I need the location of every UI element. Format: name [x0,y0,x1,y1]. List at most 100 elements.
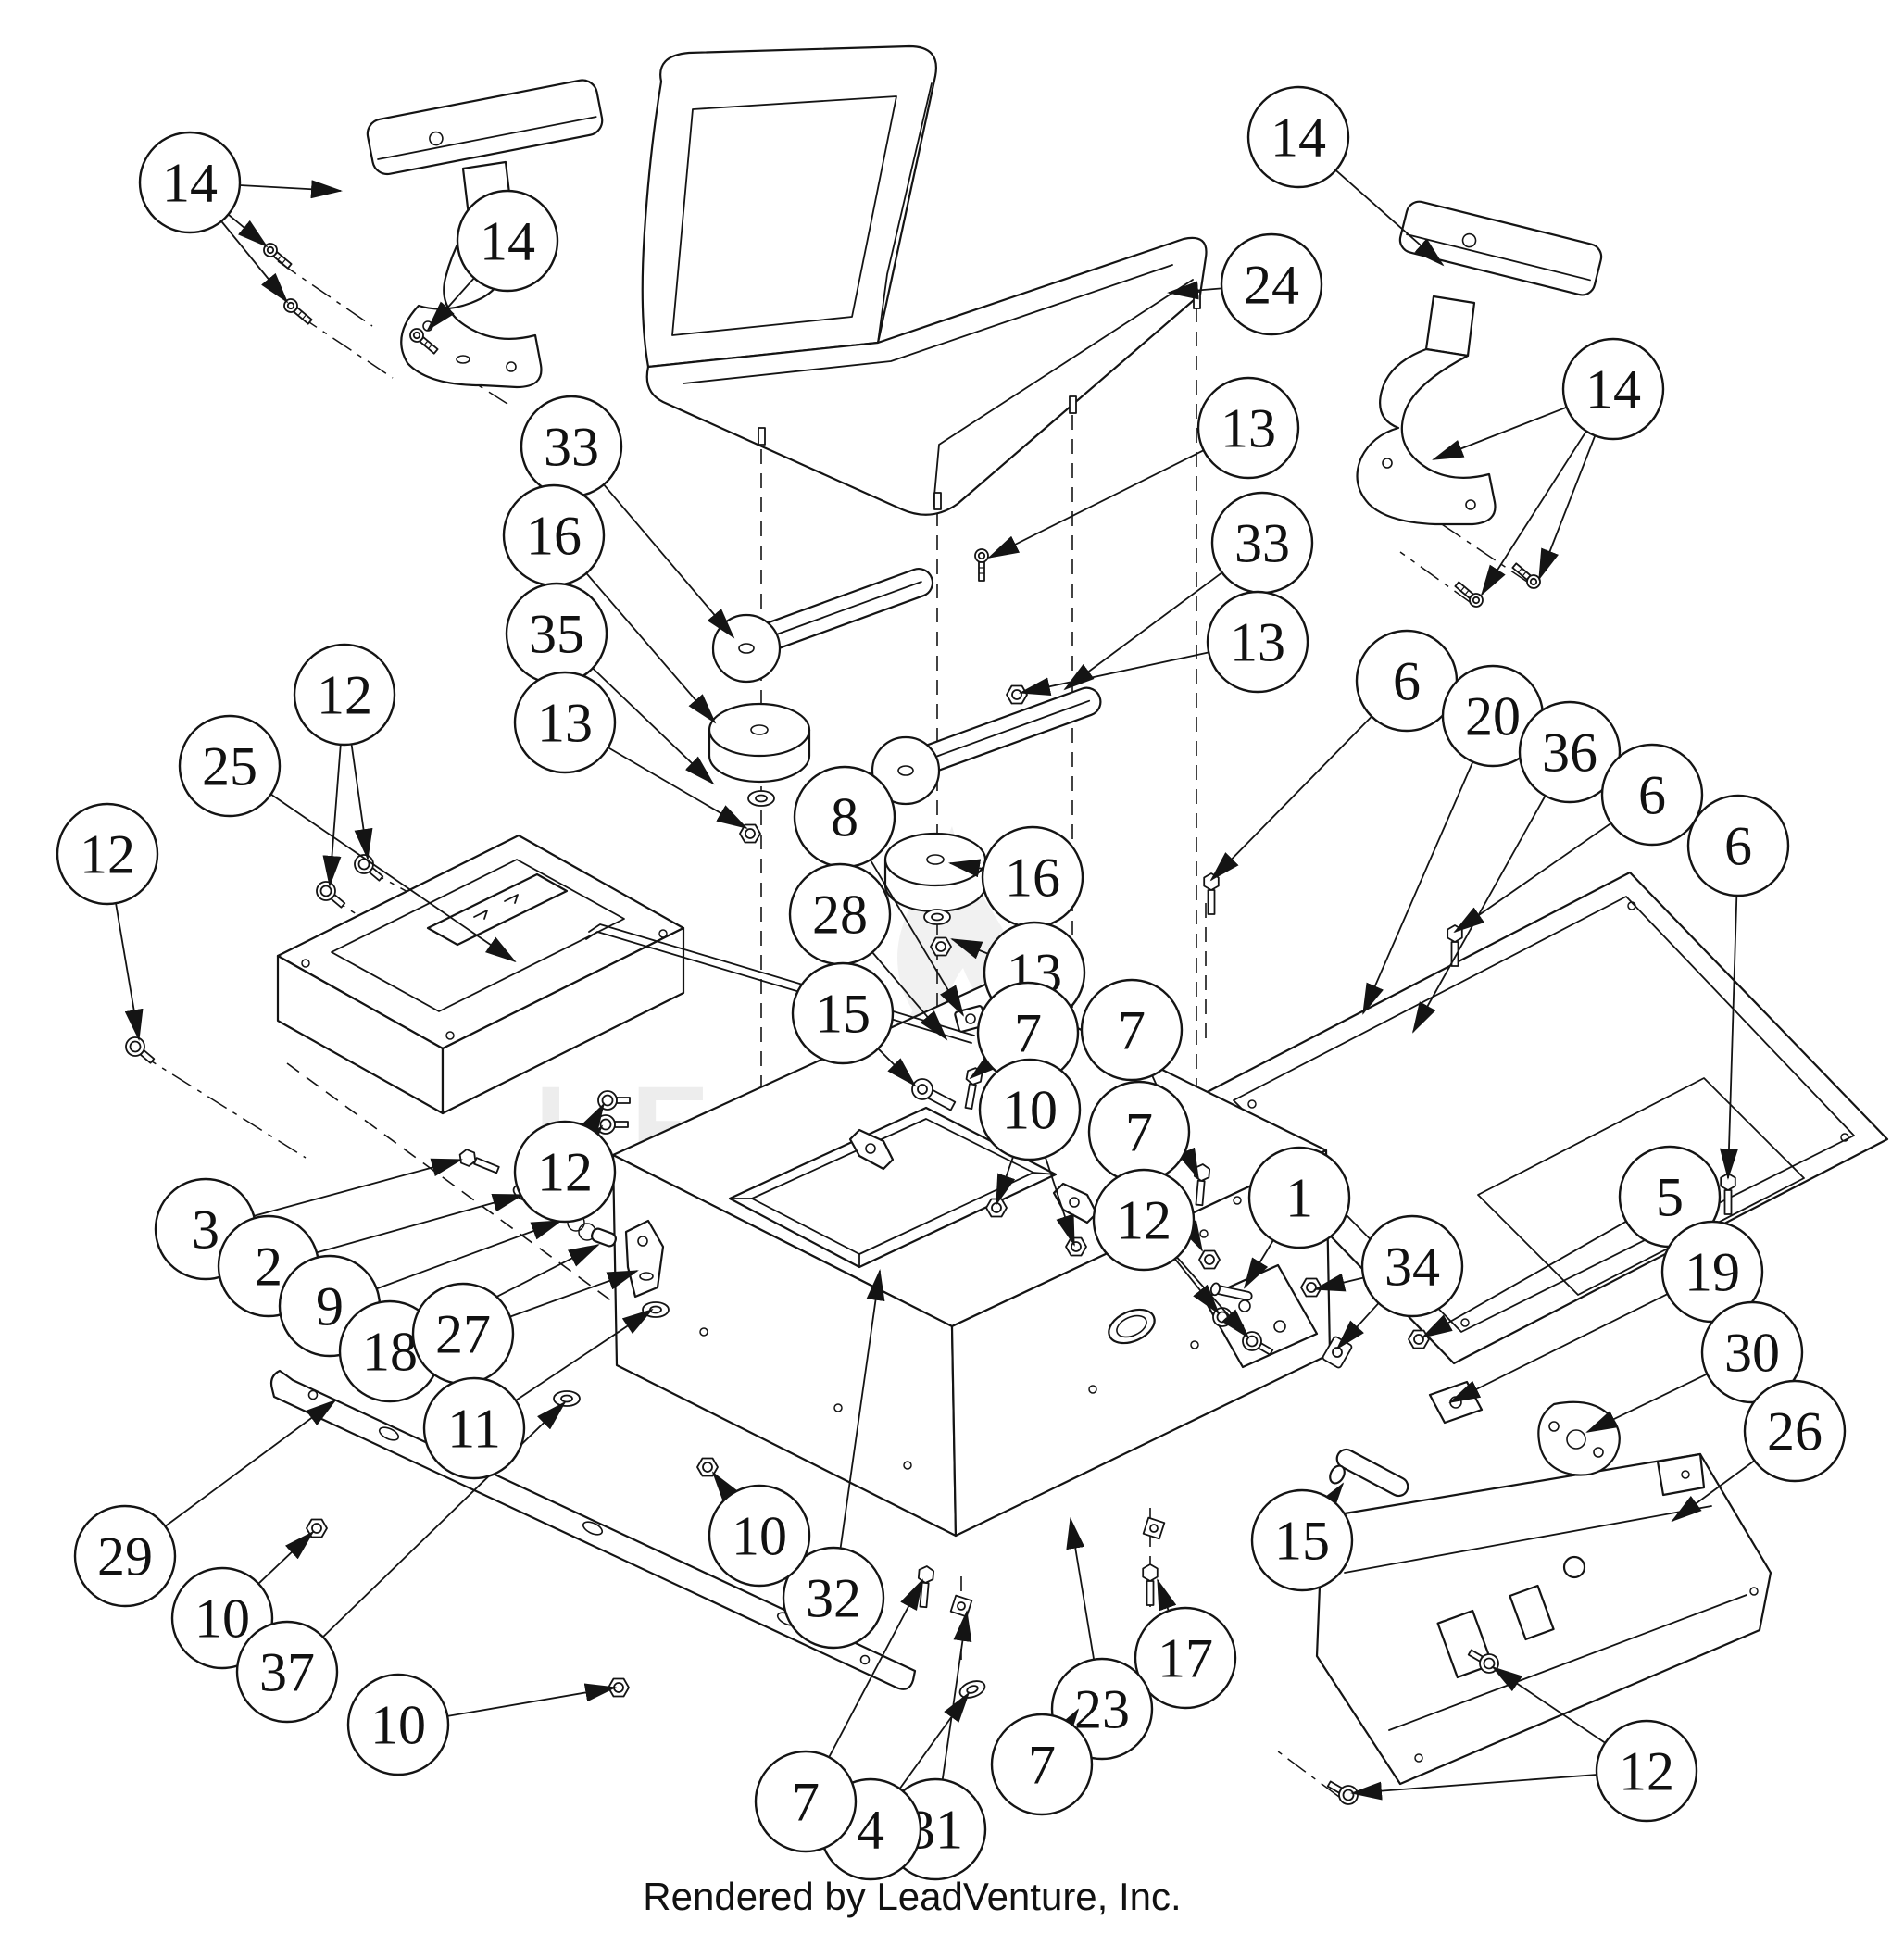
callout-number-9: 9 [316,1275,344,1337]
callout-number-7: 7 [1118,999,1146,1061]
callout-layer: 1414241414331635131333131225126203666828… [56,85,1847,1881]
callout-12: 12 [293,643,396,887]
callout-balloon-1 [1247,1146,1351,1249]
callout-number-30: 30 [1724,1322,1780,1383]
leader-line [1157,1578,1177,1612]
callout-number-10: 10 [732,1505,787,1566]
callout-balloon-12 [293,643,396,747]
callout-34: 34 [1313,1214,1464,1350]
callout-balloon-6 [1600,743,1704,847]
leader-line [581,1102,605,1135]
callout-number-13: 13 [537,692,593,753]
callout-balloon-12 [513,1120,617,1224]
callout-11: 11 [422,1308,654,1480]
callout-balloon-13 [513,671,617,774]
callout-7: 7 [1087,1080,1203,1252]
callout-number-26: 26 [1767,1400,1823,1462]
callout-number-14: 14 [480,210,535,271]
callout-33: 33 [1063,491,1314,691]
callout-number-29: 29 [97,1525,153,1587]
callout-6: 6 [1686,794,1790,1180]
callout-10: 10 [978,1058,1082,1247]
callout-13: 13 [987,376,1300,559]
callout-number-6: 6 [1724,815,1752,876]
leader-line [447,1683,617,1717]
leader-line [1448,1293,1669,1403]
callout-number-13: 13 [1221,397,1276,458]
callout-number-36: 36 [1542,722,1597,783]
callout-number-32: 32 [806,1567,861,1628]
callout-7: 7 [754,1578,923,1853]
leader-line [239,180,343,199]
callout-balloon-30 [1700,1300,1804,1404]
callout-14: 14 [138,131,343,304]
callout-number-28: 28 [812,884,868,945]
leader-line [898,1691,971,1789]
callout-balloon-14 [1246,85,1350,189]
callout-36: 36 [1412,700,1622,1034]
control-panel [1315,1452,1772,1786]
callout-13: 13 [1019,590,1309,697]
leader-line [987,449,1205,559]
callout-number-15: 15 [1274,1510,1330,1571]
parts-layer [269,44,1889,1786]
callout-number-14: 14 [1585,358,1641,420]
callout-number-12: 12 [537,1141,593,1202]
callout-number-5: 5 [1656,1166,1684,1227]
callout-29: 29 [73,1399,337,1608]
callout-balloon-37 [235,1620,339,1724]
callout-27: 27 [411,1270,639,1386]
leader-line [1350,1774,1597,1801]
leader-line [1209,715,1372,882]
leader-line [877,1048,917,1087]
bumper-left [708,702,811,784]
callout-balloon-34 [1360,1214,1464,1318]
leader-line [1167,281,1222,300]
callout-7: 7 [1080,978,1199,1180]
callout-balloon-36 [1518,700,1622,804]
callout-number-20: 20 [1465,685,1521,747]
leader-line [316,1194,524,1254]
leader-line [1066,1517,1096,1660]
leader-line [1063,571,1223,691]
leader-line [603,483,735,639]
callout-number-10: 10 [194,1588,250,1649]
callout-number-7: 7 [1125,1101,1153,1162]
callout-balloon-29 [73,1504,177,1608]
leader-line [948,859,983,878]
callout-1: 1 [1243,1146,1351,1289]
callout-16: 16 [502,483,717,724]
leader-line [1174,1258,1221,1315]
callout-number-33: 33 [1234,512,1290,573]
callout-balloon-26 [1743,1379,1847,1483]
leader-line [869,859,965,1017]
leader-line [257,1530,315,1585]
callout-number-14: 14 [162,152,218,213]
callout-balloon-10 [708,1484,811,1588]
leader-line [1480,431,1587,596]
callout-balloon-15 [1250,1488,1354,1592]
callout-balloon-6 [1686,794,1790,897]
callout-number-33: 33 [544,416,599,477]
callout-number-12: 12 [1116,1189,1171,1250]
callout-19: 19 [1448,1220,1764,1403]
leader-line [1054,1708,1080,1740]
callout-number-16: 16 [526,505,582,566]
callout-number-14: 14 [1271,107,1326,168]
callout-number-24: 24 [1244,254,1299,315]
callout-14: 14 [426,189,559,332]
leader-line [1585,1373,1708,1433]
callout-32: 32 [782,1269,885,1650]
callout-25: 25 [178,714,517,963]
leader-line [350,744,373,860]
callout-5: 5 [1421,1145,1722,1338]
leader-line [1432,406,1568,460]
callout-number-13: 13 [1230,611,1285,672]
leader-line [1671,1460,1756,1523]
leader-line [1362,761,1474,1015]
leader-line [828,1578,923,1758]
callout-14: 14 [1246,85,1445,267]
callout-number-7: 7 [1028,1734,1056,1795]
leader-line [871,951,948,1041]
